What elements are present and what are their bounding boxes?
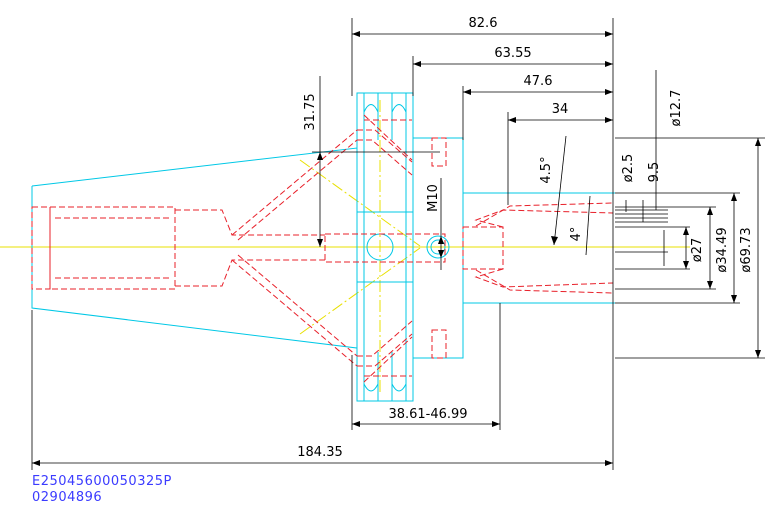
dim-4-deg: 4° <box>569 227 584 242</box>
dim-phi27: ø27 <box>690 238 705 263</box>
dim-phi12-7: ø12.7 <box>669 90 684 127</box>
dim-31-75: 31.75 <box>303 93 318 130</box>
dim-34: 34 <box>552 102 569 117</box>
dim-63-55: 63.55 <box>494 46 531 61</box>
dim-phi69-73: ø69.73 <box>739 227 754 272</box>
part-number: E25045600050325P <box>32 474 172 489</box>
dim-4-5-deg: 4.5° <box>539 156 554 183</box>
dim-47-6: 47.6 <box>524 74 553 89</box>
dim-82-6: 82.6 <box>469 16 498 31</box>
dim-range: 38.61-46.99 <box>388 407 467 422</box>
dim-m10: M10 <box>426 184 441 212</box>
hidden-lines <box>31 114 614 383</box>
dimension-lines <box>31 18 765 470</box>
dim-184-35: 184.35 <box>297 445 343 460</box>
serial-number: 02904896 <box>32 490 103 505</box>
dim-9-5: 9.5 <box>647 162 662 183</box>
dim-phi2-5: ø2.5 <box>621 154 636 183</box>
dim-phi34-49: ø34.49 <box>715 227 730 272</box>
arrowheads <box>32 31 761 466</box>
